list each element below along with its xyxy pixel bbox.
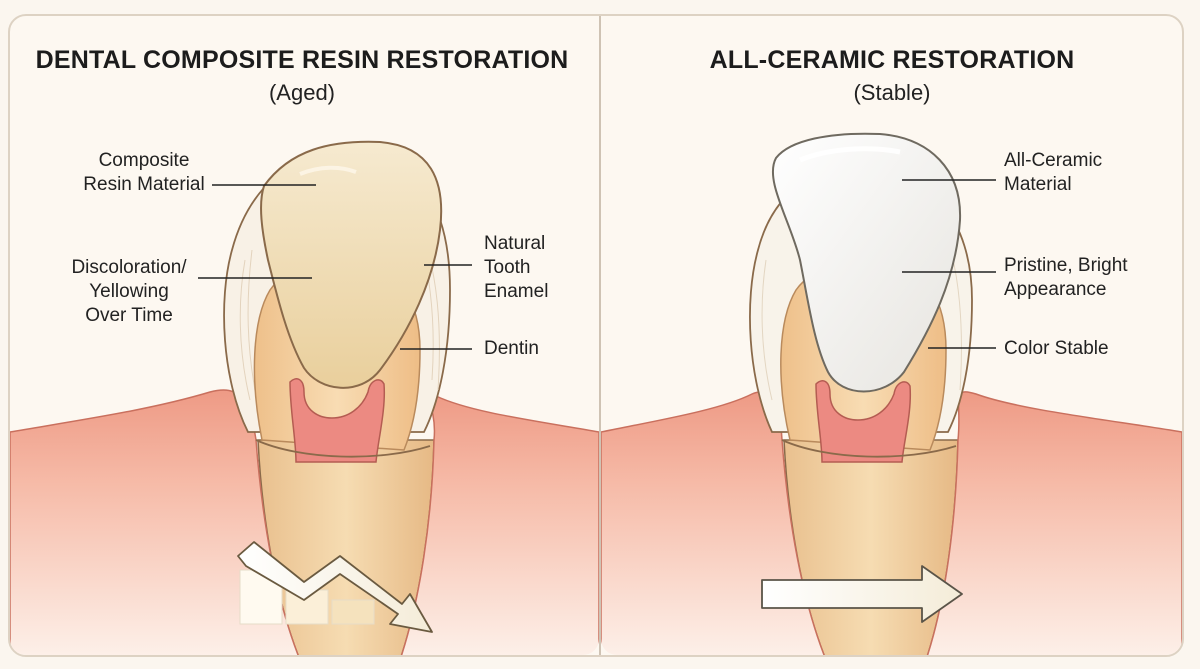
right-ceramic-crown xyxy=(771,132,962,393)
label-natural-enamel: Natural Tooth Enamel xyxy=(484,233,549,302)
label-dentin: Dentin xyxy=(484,338,539,359)
right-panel-subtitle: (Stable) xyxy=(853,80,931,105)
label-all-ceramic-material: All-Ceramic Material xyxy=(1004,150,1103,195)
left-panel-title: DENTAL COMPOSITE RESIN RESTORATION xyxy=(35,46,569,74)
left-panel-subtitle: (Aged) xyxy=(268,80,336,105)
left-leader-lines xyxy=(198,184,472,350)
right-pulp xyxy=(815,380,912,463)
label-composite-resin: Composite Resin Material xyxy=(83,150,205,195)
left-composite-resin xyxy=(260,140,443,389)
right-panel-title: ALL-CERAMIC RESTORATION xyxy=(709,46,1075,74)
right-leader-lines xyxy=(902,179,996,349)
left-gum-right xyxy=(398,392,599,655)
left-tooth-diagram xyxy=(10,140,599,655)
label-color-stable: Color Stable xyxy=(1004,338,1109,359)
left-resin-highlight xyxy=(299,165,357,176)
right-gum-right xyxy=(924,391,1182,655)
panel-divider xyxy=(599,16,601,655)
stable-right-arrow-icon xyxy=(761,565,963,623)
right-cervical-line xyxy=(781,439,957,458)
label-discoloration: Discoloration/ Yellowing Over Time xyxy=(71,257,187,326)
left-pulp xyxy=(289,378,386,463)
label-pristine-appearance: Pristine, Bright Appearance xyxy=(1004,255,1128,300)
right-tooth-diagram xyxy=(601,132,1182,655)
left-cervical-line xyxy=(255,439,431,458)
right-ceramic-highlight xyxy=(799,146,901,163)
declining-trend-arrow-icon xyxy=(237,541,433,633)
